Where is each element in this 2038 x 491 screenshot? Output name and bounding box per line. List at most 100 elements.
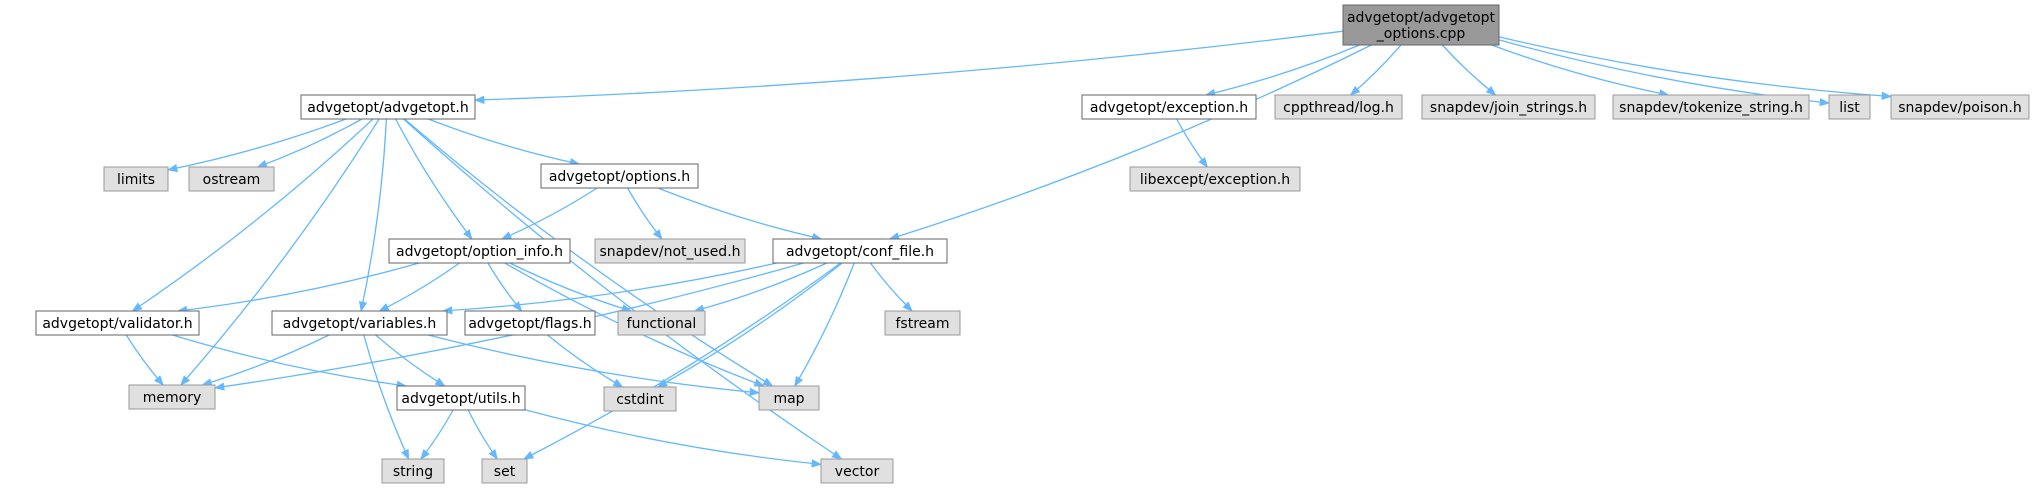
node-box (388, 238, 571, 264)
edge-options_cpp-to-poison (1498, 36, 1893, 100)
node-ostream: ostream (188, 166, 275, 192)
edge-option_info_h-to-validator_h (176, 262, 420, 315)
edge-advgetopt_h-to-options_h (428, 118, 581, 167)
node-validator-h[interactable]: advgetopt/validator.h (35, 310, 200, 336)
edge-advgetopt_h-to-variables_h (358, 118, 388, 313)
edge-utils_h-to-set (467, 409, 498, 460)
node-label: map (773, 391, 804, 407)
node-flags-h[interactable]: advgetopt/flags.h (464, 310, 596, 336)
node-label: advgetopt/utils.h (401, 391, 520, 407)
edge-utils_h-to-string (420, 409, 454, 460)
edge-conf_file_h-to-functional (693, 262, 828, 313)
edge-options_h-to-option_info_h (500, 187, 598, 240)
edge-variables_h-to-memory (201, 334, 330, 387)
edge-conf_file_h-to-variables_h (441, 262, 777, 315)
edge-advgetopt_h-to-option_info_h (395, 118, 473, 240)
edge-options_cpp-to-exception_h (1204, 44, 1360, 97)
edge-validator_h-to-utils_h (172, 334, 408, 389)
node-box (1828, 94, 1871, 120)
edge-options_cpp-to-join_strings (1441, 44, 1497, 96)
node-options-h[interactable]: advgetopt/options.h (540, 163, 699, 189)
node-utils-h[interactable]: advgetopt/utils.h (396, 385, 526, 411)
node-label: advgetopt/flags.h (468, 316, 591, 332)
node-box (1890, 94, 2030, 120)
edge-options_h-to-not_used (627, 187, 663, 240)
node-box (820, 458, 894, 484)
node-label: advgetopt/exception.h (1090, 100, 1248, 116)
edge-variables_h-to-string (363, 334, 410, 460)
edge-option_info_h-to-flags_h (487, 262, 523, 312)
edge-options_cpp-to-tokenize_string (1491, 44, 1670, 98)
node-advgetopt-h[interactable]: advgetopt/advgetopt.h (300, 94, 476, 120)
node-label: advgetopt/conf_file.h (786, 244, 934, 260)
edge-utils_h-to-vector (524, 409, 823, 468)
edge-option_info_h-to-variables_h (378, 262, 460, 312)
node-box (128, 384, 216, 410)
edge-conf_file_h-to-map (794, 262, 855, 387)
node-libexcept: libexcept/exception.h (1129, 166, 1301, 192)
node-label: advgetopt/advgetopt.h (307, 100, 468, 116)
node-label: ostream (203, 172, 261, 188)
node-label: advgetopt/options.h (549, 169, 690, 185)
node-box (396, 385, 526, 411)
node-label: list (1839, 100, 1860, 116)
node-box (271, 310, 448, 336)
node-tokenize-string: snapdev/tokenize_string.h (1612, 94, 1810, 120)
edge-advgetopt_h-to-map (404, 118, 774, 387)
node-box (1421, 94, 1596, 120)
node-box (1274, 94, 1403, 120)
node-variables-h[interactable]: advgetopt/variables.h (271, 310, 448, 336)
node-box (464, 310, 596, 336)
node-option-info-h[interactable]: advgetopt/option_info.h (388, 238, 571, 264)
node-label: limits (117, 172, 155, 188)
edge-conf_file_h-to-cstdint (656, 262, 843, 388)
node-label: cstdint (616, 392, 664, 408)
edge-options_cpp-to-conf_file_h (888, 44, 1372, 241)
node-conf-file-h[interactable]: advgetopt/conf_file.h (772, 238, 948, 264)
node-options-cpp[interactable]: advgetopt/advgetopt_options.cpp (1342, 4, 1500, 46)
node-label: advgetopt/validator.h (42, 316, 192, 332)
node-limits: limits (103, 166, 169, 192)
node-box (1129, 166, 1301, 192)
edge-advgetopt_h-to-memory (180, 118, 380, 386)
nodes-layer: advgetopt/advgetopt_options.cppadvgetopt… (35, 4, 2030, 484)
edge-advgetopt_h-to-limits (166, 118, 347, 173)
node-vector: vector (820, 458, 894, 484)
edge-option_info_h-to-functional (509, 262, 633, 313)
edge-options_cpp-to-advgetopt_h (473, 30, 1344, 104)
node-join-strings: snapdev/join_strings.h (1421, 94, 1596, 120)
node-string: string (381, 458, 445, 484)
node-label: advgetopt/advgetopt (1347, 10, 1496, 26)
node-label: advgetopt/variables.h (283, 316, 437, 332)
node-box (884, 310, 961, 336)
node-label: cppthread/log.h (1283, 100, 1394, 116)
node-box (1081, 94, 1257, 120)
edge-exception_h-to-libexcept (1176, 118, 1208, 168)
node-label: snapdev/tokenize_string.h (1619, 100, 1803, 116)
node-box (1342, 4, 1500, 46)
edge-options_h-to-conf_file_h (657, 187, 823, 241)
node-fstream: fstream (884, 310, 961, 336)
node-set: set (481, 458, 528, 484)
node-label: set (494, 464, 516, 480)
node-box (188, 166, 275, 192)
node-exception-h[interactable]: advgetopt/exception.h (1081, 94, 1257, 120)
node-label: snapdev/poison.h (1898, 100, 2022, 116)
edge-advgetopt_h-to-ostream (256, 118, 363, 168)
node-box (617, 310, 706, 336)
node-list: list (1828, 94, 1871, 120)
node-poison: snapdev/poison.h (1890, 94, 2030, 120)
node-label: functional (627, 316, 697, 332)
node-box (481, 458, 528, 484)
node-label: snapdev/join_strings.h (1430, 100, 1587, 116)
node-label: vector (835, 464, 880, 480)
node-map: map (758, 385, 820, 411)
node-box (35, 310, 200, 336)
node-label: memory (143, 390, 202, 406)
node-cppthread-log: cppthread/log.h (1274, 94, 1403, 120)
node-box (594, 238, 746, 264)
edge-conf_file_h-to-fstream (869, 262, 913, 312)
node-label: snapdev/not_used.h (599, 244, 740, 260)
edge-flags_h-to-cstdint (546, 334, 624, 388)
